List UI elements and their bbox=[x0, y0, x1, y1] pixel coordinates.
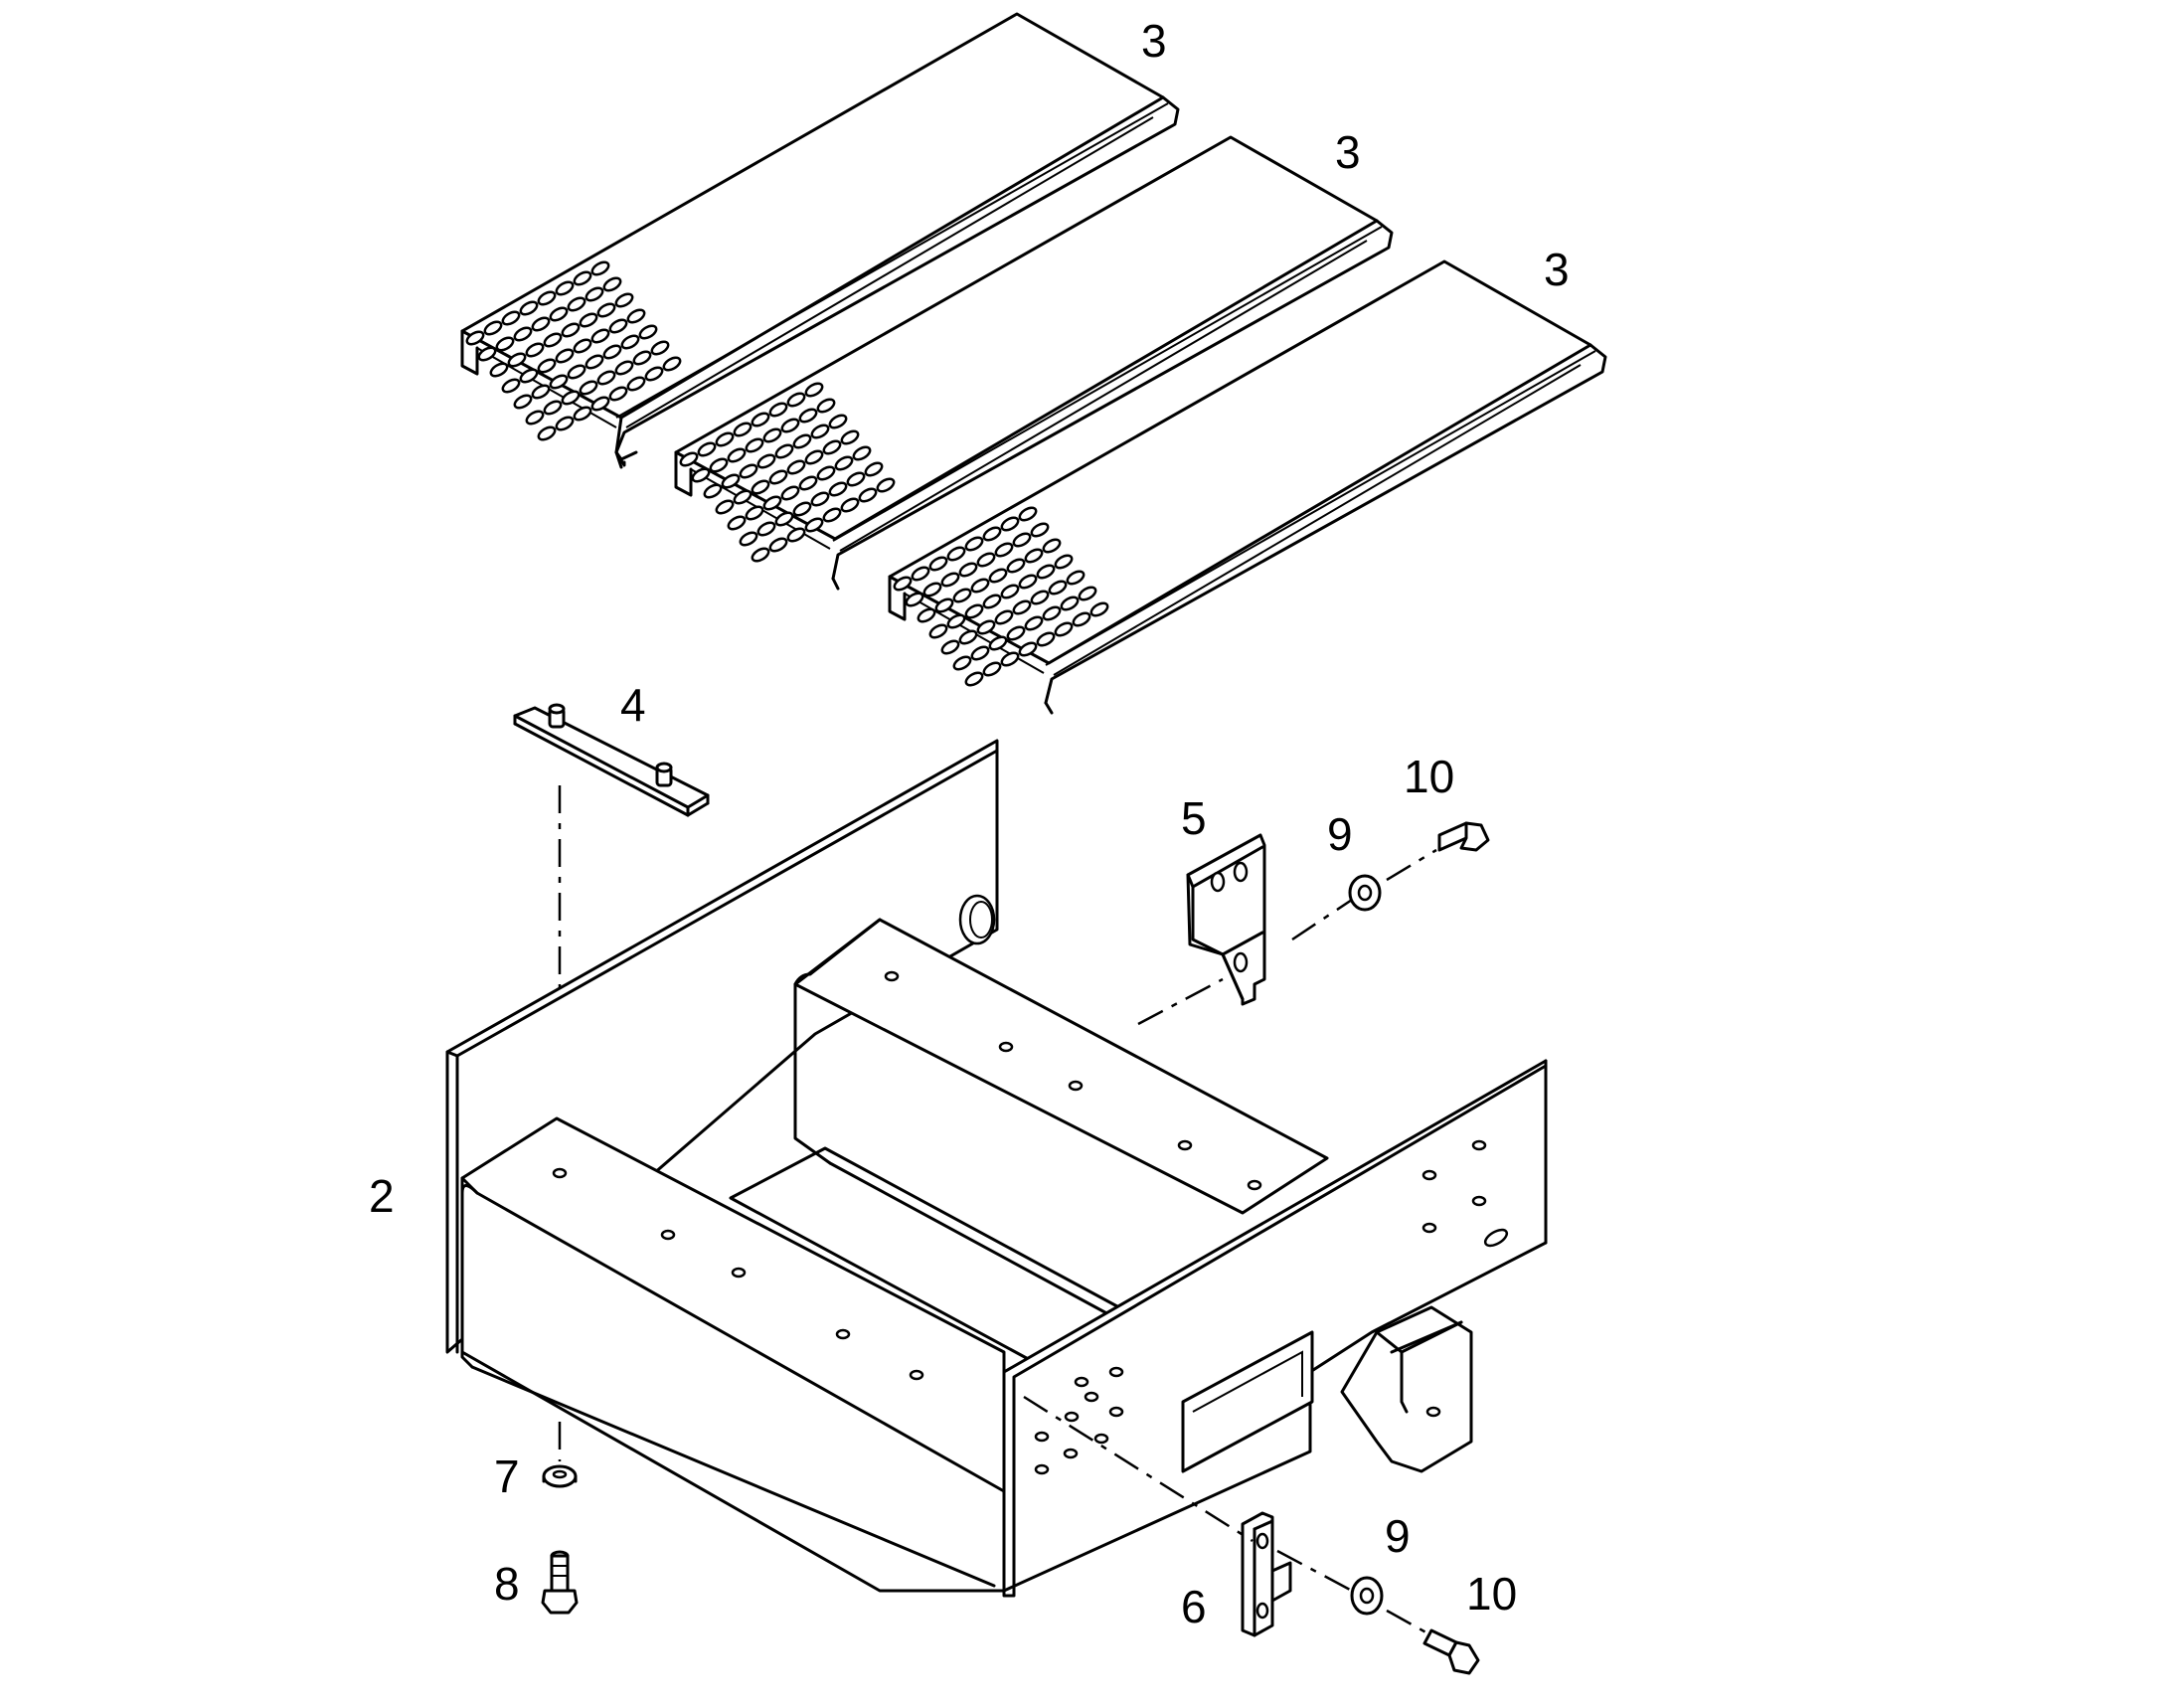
washer-part-7 bbox=[542, 1464, 578, 1488]
bolt-part-10-upper bbox=[1437, 821, 1490, 852]
plate-part-4 bbox=[513, 703, 710, 817]
frame-part-2 bbox=[445, 739, 1548, 1598]
label-step-middle: 3 bbox=[1335, 126, 1361, 178]
bolt-part-8 bbox=[541, 1550, 579, 1615]
label-bolt-upper: 10 bbox=[1404, 751, 1455, 802]
bracket-part-6 bbox=[1241, 1511, 1292, 1637]
step-panel-top bbox=[460, 12, 1180, 469]
label-frame: 2 bbox=[369, 1170, 395, 1222]
washer-part-9-lower bbox=[1350, 1576, 1384, 1616]
label-bolt-left: 8 bbox=[494, 1558, 520, 1610]
hook-bracket bbox=[1340, 1305, 1473, 1473]
bracket-part-5 bbox=[1186, 833, 1266, 1006]
label-bracket-upper: 5 bbox=[1181, 792, 1207, 844]
label-washer-upper: 9 bbox=[1327, 808, 1353, 860]
label-plate: 4 bbox=[620, 679, 646, 731]
step-panel-bottom bbox=[888, 259, 1607, 715]
label-step-top: 3 bbox=[1141, 15, 1167, 67]
label-washer-lower: 9 bbox=[1385, 1510, 1411, 1562]
washer-part-9-upper bbox=[1348, 874, 1382, 912]
label-washer-left: 7 bbox=[494, 1451, 520, 1502]
label-bolt-lower: 10 bbox=[1466, 1568, 1518, 1620]
label-bracket-lower: 6 bbox=[1181, 1581, 1207, 1632]
label-step-bottom: 3 bbox=[1544, 244, 1570, 295]
step-panel-middle bbox=[674, 135, 1394, 591]
bolt-part-10-lower bbox=[1422, 1628, 1480, 1675]
